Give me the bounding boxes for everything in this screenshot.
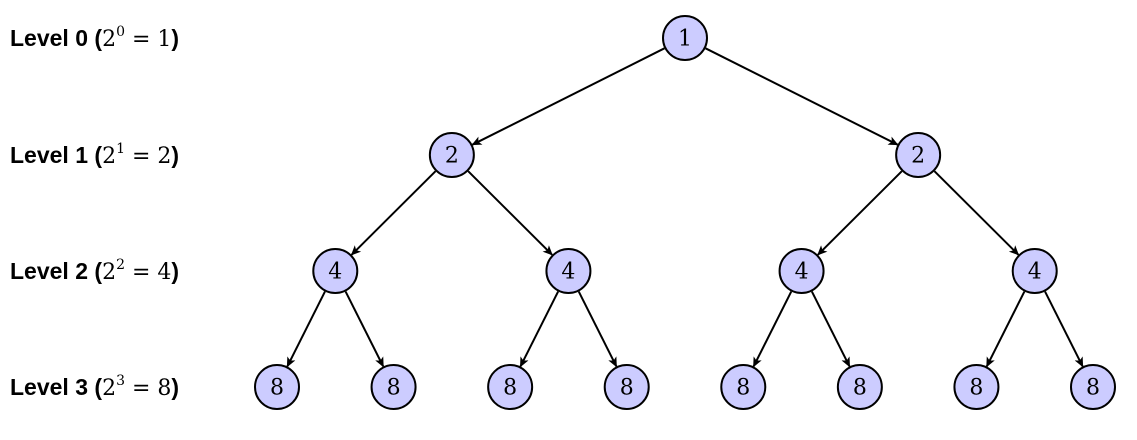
power-exponent: 0 (116, 24, 125, 40)
power-base: 2 (102, 260, 116, 285)
node-circle (370, 364, 417, 410)
tree-node: 8 (1070, 364, 1116, 410)
node-circle (428, 132, 475, 178)
power-base: 2 (102, 27, 116, 52)
edge-arrow (752, 291, 793, 368)
tree-node: 2 (428, 132, 475, 178)
tree-node: 4 (312, 248, 359, 294)
open-paren: ( (94, 25, 102, 51)
node-value: 8 (969, 376, 983, 401)
level-name: Level 0 (10, 25, 94, 51)
node-count: 2 (157, 144, 171, 169)
equals-sign: = (125, 376, 157, 401)
edge-arrow (519, 291, 559, 368)
level-name: Level 2 (10, 258, 94, 284)
node-value: 4 (561, 260, 575, 285)
edge-arrow (350, 170, 437, 256)
edge-arrow (577, 291, 618, 368)
node-value: 8 (620, 376, 634, 401)
tree-node: 8 (953, 364, 1000, 410)
node-value: 4 (795, 260, 809, 285)
node-circle (662, 15, 708, 61)
edge-arrow (344, 291, 385, 368)
node-value: 4 (328, 260, 342, 285)
edges-layer (286, 47, 1084, 368)
power-base: 2 (102, 376, 116, 401)
level-labels: Level 0 (20 = 1)Level 1 (21 = 2)Level 2 … (10, 24, 179, 401)
power-exponent: 2 (116, 257, 125, 273)
node-value: 8 (503, 376, 517, 401)
edge-arrow (817, 170, 903, 256)
tree-node: 8 (720, 364, 767, 410)
open-paren: ( (94, 374, 102, 400)
node-circle (953, 364, 1000, 410)
tree-node: 8 (370, 364, 417, 410)
level-name: Level 1 (10, 142, 94, 168)
edge-arrow (811, 291, 851, 368)
level-label: Level 1 (21 = 2) (10, 141, 179, 169)
node-value: 8 (853, 376, 867, 401)
node-value: 1 (678, 27, 692, 52)
level-label: Level 3 (23 = 8) (10, 373, 179, 401)
node-circle (778, 248, 825, 294)
power-base: 2 (102, 144, 116, 169)
tree-node: 8 (254, 364, 300, 410)
level-label: Level 2 (22 = 4) (10, 257, 179, 285)
node-circle (1011, 248, 1058, 294)
close-paren: ) (171, 142, 179, 168)
node-count: 4 (157, 260, 171, 285)
node-value: 4 (1028, 260, 1042, 285)
node-circle (895, 132, 942, 178)
close-paren: ) (171, 25, 179, 51)
tree-node: 4 (545, 248, 592, 294)
node-value: 8 (270, 376, 284, 401)
edge-arrow (467, 170, 553, 256)
open-paren: ( (94, 142, 102, 168)
node-circle (254, 364, 300, 410)
tree-node: 4 (1011, 248, 1058, 294)
edge-arrow (705, 47, 899, 146)
node-value: 8 (1086, 376, 1100, 401)
node-value: 8 (736, 376, 750, 401)
node-circle (487, 364, 534, 410)
edge-arrow (286, 291, 326, 368)
edge-arrow (1044, 291, 1084, 368)
node-value: 2 (911, 144, 925, 169)
edge-arrow (985, 291, 1026, 368)
tree-node: 4 (778, 248, 825, 294)
edge-arrow (933, 170, 1020, 256)
tree-node: 1 (662, 15, 708, 61)
equals-sign: = (125, 260, 157, 285)
tree-node: 2 (895, 132, 942, 178)
node-count: 1 (157, 27, 171, 52)
equals-sign: = (125, 27, 157, 52)
equals-sign: = (125, 144, 157, 169)
node-circle (312, 248, 359, 294)
node-circle (836, 364, 883, 410)
node-value: 2 (445, 144, 459, 169)
open-paren: ( (94, 258, 102, 284)
power-exponent: 1 (116, 141, 125, 157)
edge-arrow (471, 47, 665, 146)
level-name: Level 3 (10, 374, 94, 400)
tree-node: 8 (836, 364, 883, 410)
node-count: 8 (157, 376, 171, 401)
node-circle (603, 364, 650, 410)
level-label: Level 0 (20 = 1) (10, 24, 179, 52)
nodes-layer: 1 2 2 4 4 4 4 8 8 8 8 8 8 8 8 (254, 15, 1116, 410)
power-exponent: 3 (116, 373, 125, 389)
node-circle (545, 248, 592, 294)
tree-node: 8 (487, 364, 534, 410)
close-paren: ) (171, 374, 179, 400)
close-paren: ) (171, 258, 179, 284)
node-circle (1070, 364, 1116, 410)
node-circle (720, 364, 767, 410)
tree-node: 8 (603, 364, 650, 410)
node-value: 8 (387, 376, 401, 401)
